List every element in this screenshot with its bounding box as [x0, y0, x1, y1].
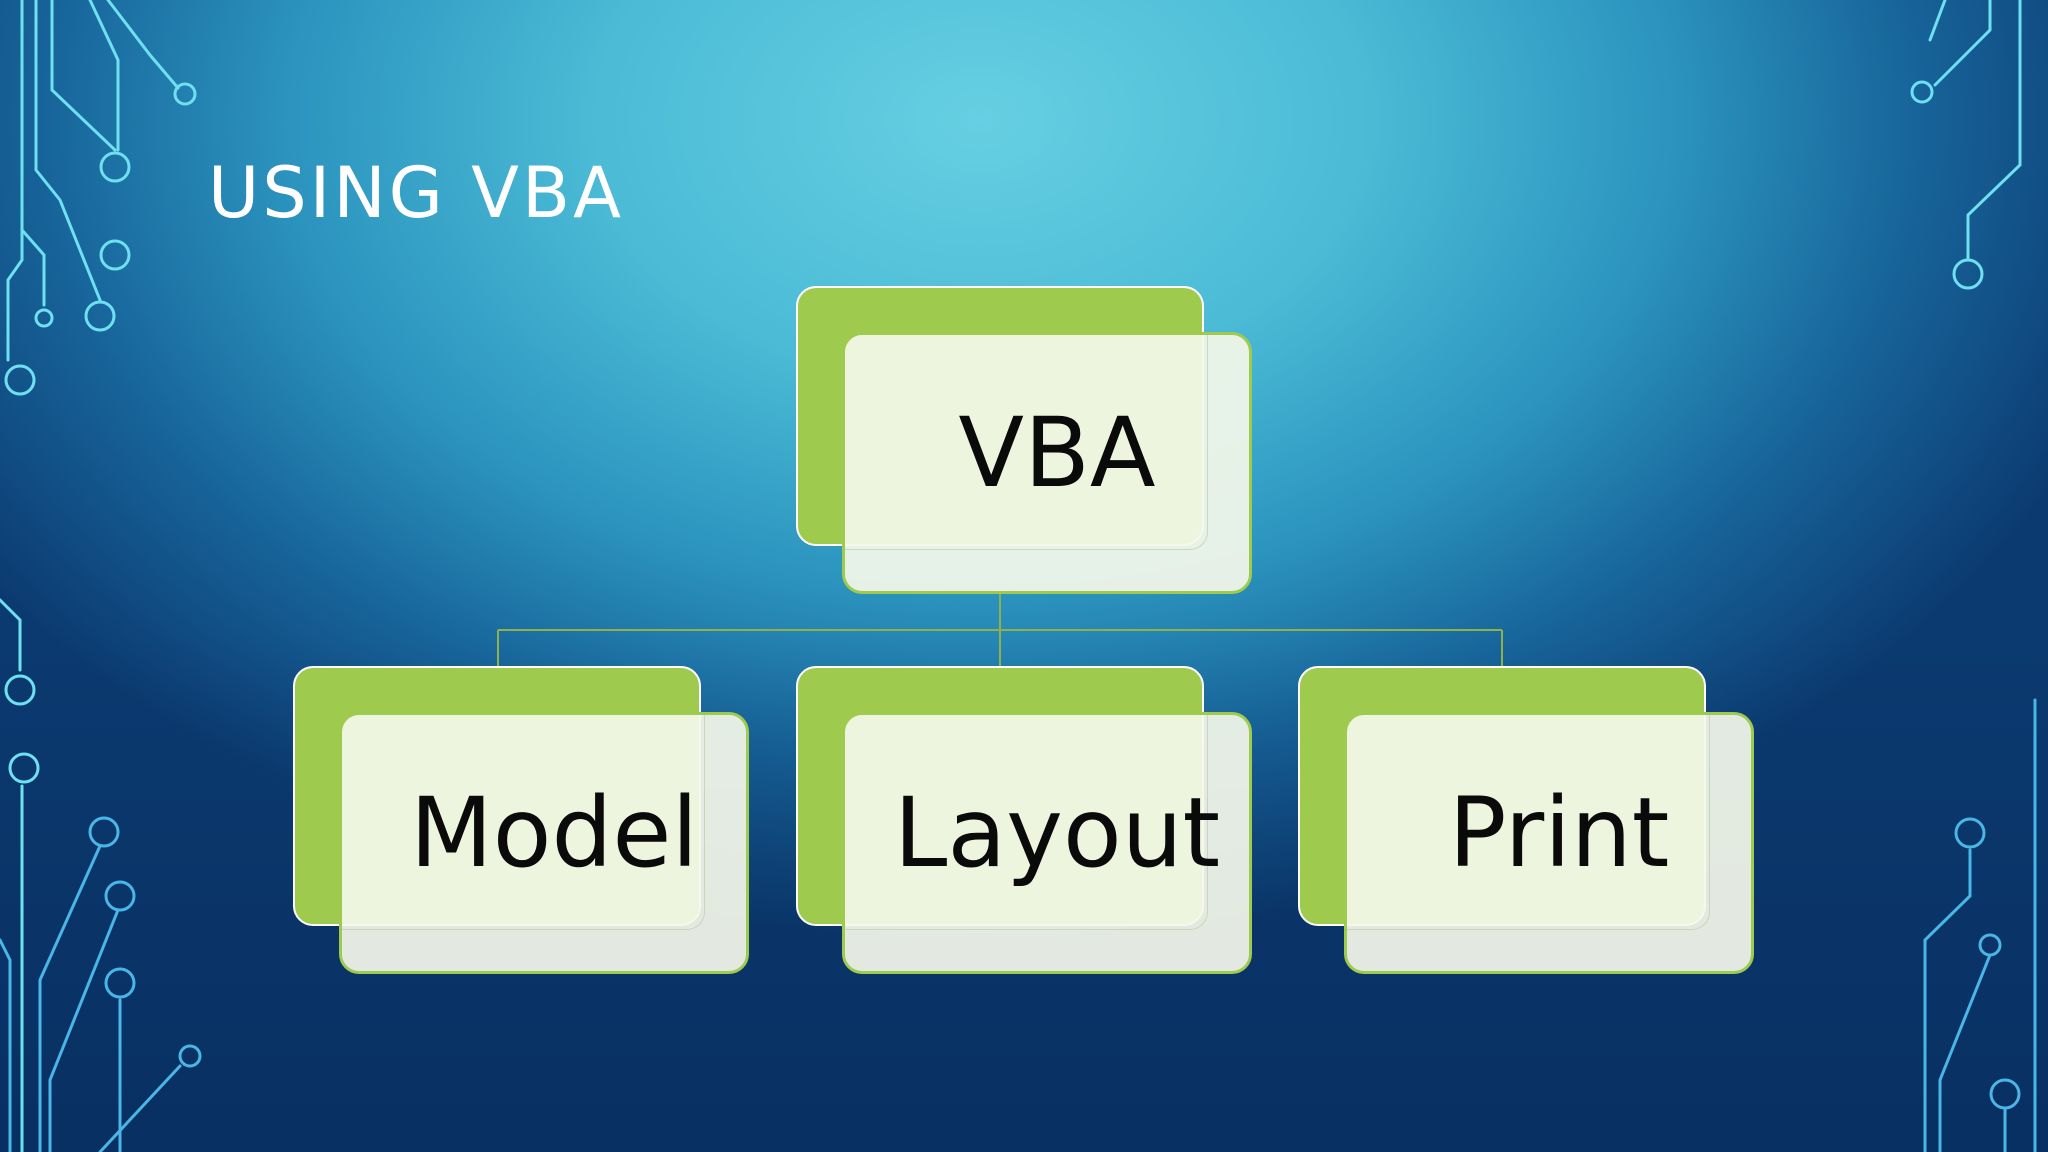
circuit-top-left: [4, 0, 197, 396]
node-model: Model: [293, 666, 753, 974]
node-layout: Layout: [796, 666, 1256, 974]
slide-title: USING VBA: [208, 152, 624, 234]
node-root-label: VBA: [958, 397, 1156, 509]
circuit-left-middle: [0, 598, 40, 1152]
circuit-bottom-right: [1923, 698, 2037, 1152]
node-model-label: Model: [409, 777, 699, 889]
node-print-card: Print: [1344, 712, 1754, 974]
circuit-bottom-left: [0, 816, 202, 1152]
node-layout-label: Layout: [893, 777, 1221, 889]
node-root-card: VBA: [842, 332, 1252, 594]
node-root: VBA: [796, 286, 1256, 594]
node-print-label: Print: [1448, 777, 1670, 889]
node-layout-card: Layout: [842, 712, 1252, 974]
circuit-top-right: [1910, 0, 2022, 290]
node-model-card: Model: [339, 712, 749, 974]
node-print: Print: [1298, 666, 1758, 974]
